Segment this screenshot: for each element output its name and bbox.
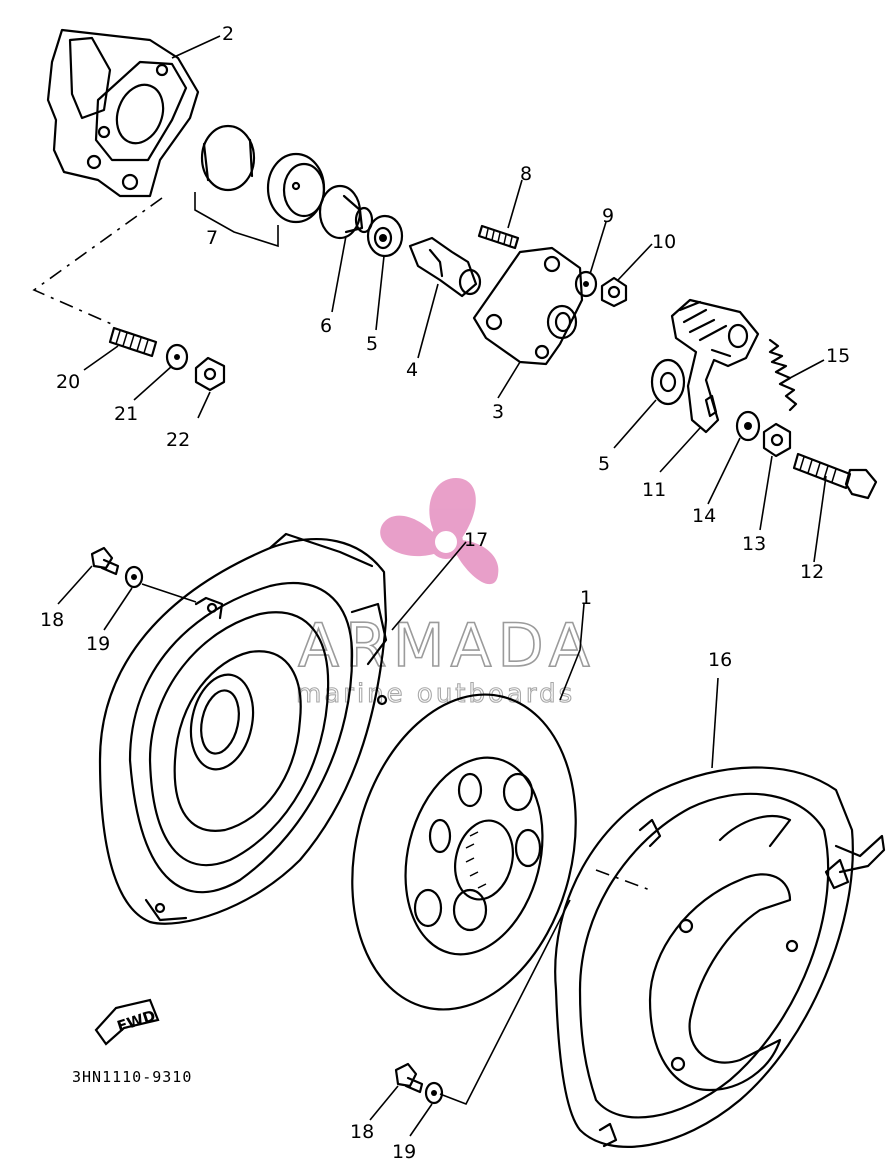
callout-4: 4 [406, 359, 418, 381]
callouts: 1 2 3 4 5 5 6 7 8 9 10 11 12 13 14 15 16… [40, 23, 850, 1163]
callout-20: 20 [56, 371, 80, 393]
alignment-line-upper [32, 197, 163, 327]
callout-22: 22 [166, 429, 190, 451]
callout-13: 13 [742, 533, 766, 555]
callout-3: 3 [492, 401, 504, 423]
callout-12: 12 [800, 561, 824, 583]
part-9-washer [574, 270, 598, 298]
part-1-pulley [351, 693, 577, 1011]
part-7-cap-pair [194, 124, 326, 248]
part-3-housing [472, 246, 584, 366]
part-10-nut [600, 276, 628, 308]
fwd-arrow: FWD [94, 998, 160, 1046]
callout-19-lower: 19 [392, 1141, 416, 1163]
callout-6: 6 [320, 315, 332, 337]
callout-8: 8 [520, 163, 532, 185]
callout-18-lower: 18 [350, 1121, 374, 1143]
callout-5-upper: 5 [366, 333, 378, 355]
part-17-starter-cover [98, 532, 388, 925]
part-16-starter-case [554, 766, 886, 1148]
callout-5-lower: 5 [598, 453, 610, 475]
part-20-stud [108, 326, 158, 358]
part-13-nut [762, 422, 792, 458]
callout-18-upper: 18 [40, 609, 64, 631]
part-15-spring [768, 338, 798, 412]
part-21-washer [165, 343, 189, 371]
callout-21: 21 [114, 403, 138, 425]
part-4-cam [408, 236, 482, 298]
part-14-washer [735, 410, 761, 442]
callout-9: 9 [602, 205, 614, 227]
callout-7: 7 [206, 227, 218, 249]
callout-19-upper: 19 [86, 633, 110, 655]
drawing-code: 3HN1110-9310 [72, 1068, 192, 1086]
callout-10: 10 [652, 231, 676, 253]
alignment-line-lower [595, 869, 651, 891]
callout-1: 1 [580, 587, 592, 609]
part-19-washer-lower [424, 1081, 444, 1105]
callout-2: 2 [222, 23, 234, 45]
armada-logo: ARMADA marine outboards [295, 478, 596, 710]
part-18-bolt-upper [90, 546, 120, 576]
watermark-brand: ARMADA [298, 611, 596, 681]
fwd-arrow-icon [94, 998, 160, 1046]
callout-11: 11 [642, 479, 666, 501]
watermark-tagline: marine outboards [296, 679, 575, 709]
callout-14: 14 [692, 505, 716, 527]
part-5-bushing-upper [366, 214, 404, 258]
part-19-washer-upper [124, 565, 144, 589]
part-11-lever [670, 298, 760, 434]
part-2-bracket [46, 28, 200, 198]
callout-15: 15 [826, 345, 850, 367]
part-12-bolt [792, 452, 878, 500]
part-22-nut [194, 356, 226, 392]
part-5-bushing-lower [650, 358, 686, 406]
callout-16: 16 [708, 649, 732, 671]
propeller-icon [380, 478, 499, 585]
callout-17: 17 [464, 529, 488, 551]
part-8-stud [477, 224, 520, 250]
part-18-bolt-lower [394, 1062, 424, 1094]
part-6-shaft [318, 184, 374, 240]
leader-lines [57, 35, 827, 1137]
